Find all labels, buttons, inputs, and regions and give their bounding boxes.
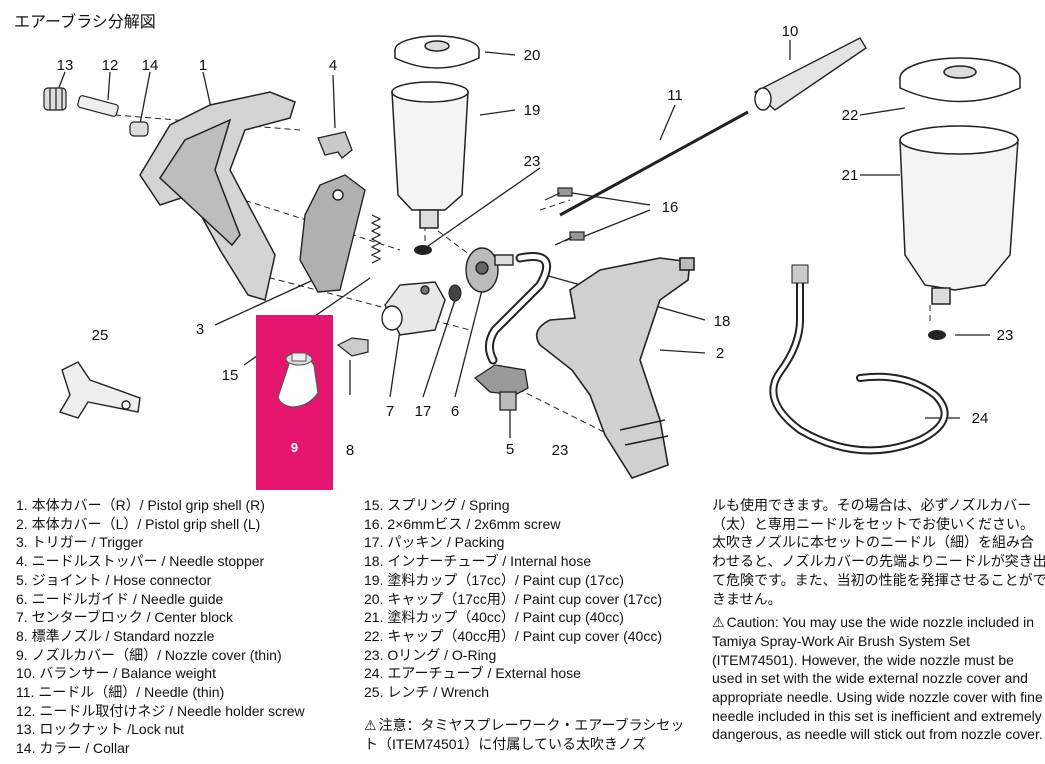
callout-11: 11 xyxy=(667,87,683,104)
part-item: 9. ノズルカバー（細）/ Nozzle cover (thin) xyxy=(16,646,282,663)
callout-1: 1 xyxy=(199,57,207,74)
warning-icon: ⚠ xyxy=(712,614,725,631)
callout-20: 20 xyxy=(524,47,541,64)
diagram-title: エアーブラシ分解図 xyxy=(14,12,156,31)
callout-6: 6 xyxy=(451,403,459,420)
standard-nozzle-part xyxy=(336,337,369,357)
packing-part xyxy=(448,284,462,302)
part-item: 15. スプリング / Spring xyxy=(364,497,510,513)
grip-shell-r-part xyxy=(139,91,296,301)
callout-23-bottom: 23 xyxy=(552,442,569,459)
hose-connector-part xyxy=(473,364,529,411)
callout-10: 10 xyxy=(782,23,799,40)
part-item: 1. 本体カバー（R）/ Pistol grip shell (R) xyxy=(16,497,265,513)
callout-4: 4 xyxy=(329,57,337,74)
caution-notes: ルも使用できます。その場合は、必ずノズルカバー（太）と専用ニードルをセットでお使… xyxy=(712,496,1045,744)
needle-part xyxy=(559,110,749,217)
nozzle-cover-part xyxy=(277,352,319,408)
part-item: 11. ニードル（細）/ Needle (thin) xyxy=(16,684,225,701)
note-jp-continued: ルも使用できます。その場合は、必ずノズルカバー（太）と専用ニードルをセットでお使… xyxy=(712,497,1045,607)
o-ring-part xyxy=(414,245,432,255)
callout-3: 3 xyxy=(196,321,204,338)
paint-cup-17cc-part xyxy=(391,81,469,229)
center-block-part xyxy=(381,281,446,336)
o-ring-part xyxy=(928,330,946,340)
callout-18: 18 xyxy=(714,313,731,330)
callout-14: 14 xyxy=(142,57,159,74)
part-item: 3. トリガー / Trigger xyxy=(16,534,144,551)
callout-24: 24 xyxy=(972,410,989,427)
lock-nut-part xyxy=(43,87,67,111)
part-item: 2. 本体カバー（L）/ Pistol grip shell (L) xyxy=(16,515,261,532)
callout-7: 7 xyxy=(386,403,394,420)
paint-cup-cover-17cc-part xyxy=(394,35,480,69)
needle-guide-part xyxy=(465,247,514,293)
part-item: 23. Oリング / O-Ring xyxy=(364,646,497,663)
part-item: 14. カラー / Collar xyxy=(16,740,130,757)
part-item: 25. レンチ / Wrench xyxy=(364,684,490,701)
parts-list-left: 1. 本体カバー（R）/ Pistol grip shell (R) 2. 本体… xyxy=(16,496,305,758)
caution-english: ⚠Caution: You may use the wide nozzle in… xyxy=(712,614,1043,743)
callout-2: 2 xyxy=(716,345,724,362)
callout-22: 22 xyxy=(842,107,859,124)
part-item: 5. ジョイント / Hose connector xyxy=(16,571,212,588)
part-item: 4. ニードルストッパー / Needle stopper xyxy=(16,553,265,570)
callout-9: 9 xyxy=(290,440,299,455)
part-item: 19. 塗料カップ（17cc）/ Paint cup (17cc) xyxy=(364,571,624,588)
part-item: 10. バランサー / Balance weight xyxy=(16,665,216,682)
part-item: 16. 2×6mmビス / 2x6mm screw xyxy=(364,515,561,532)
callout-13: 13 xyxy=(57,57,74,74)
wrench-part xyxy=(58,361,141,419)
callout-12: 12 xyxy=(102,57,119,74)
part-item: 22. キャップ（40cc用）/ Paint cup cover (40cc) xyxy=(364,627,662,644)
part-item: 8. 標準ノズル / Standard nozzle xyxy=(16,627,215,644)
part-item: 20. キャップ（17cc用）/ Paint cup cover (17cc) xyxy=(364,590,662,607)
callout-17: 17 xyxy=(415,403,432,420)
part-item: 6. ニードルガイド / Needle guide xyxy=(16,590,224,607)
callout-21: 21 xyxy=(842,167,859,184)
highlighted-nozzle-cover xyxy=(256,315,333,490)
paint-cup-cover-40cc-part xyxy=(899,57,1021,103)
needle-holder-screw-part xyxy=(77,95,119,117)
paint-cup-40cc-part xyxy=(899,125,1019,305)
warning-icon: ⚠ xyxy=(364,717,377,733)
callout-25: 25 xyxy=(92,327,109,344)
callout-23-right: 23 xyxy=(997,327,1014,344)
callout-5: 5 xyxy=(506,441,514,458)
callout-19: 19 xyxy=(524,102,541,119)
callout-15: 15 xyxy=(222,367,239,384)
spring-part xyxy=(370,214,382,264)
parts-list-right: 15. スプリング / Spring 16. 2×6mmビス / 2x6mm s… xyxy=(364,496,662,702)
trigger-part xyxy=(299,174,366,293)
collar-part xyxy=(129,121,149,137)
part-item: 18. インナーチューブ / Internal hose xyxy=(364,553,592,570)
grip-shell-l-part xyxy=(535,257,695,479)
part-item: 12. ニードル取付けネジ / Needle holder screw xyxy=(16,702,305,719)
part-item: 17. パッキン / Packing xyxy=(364,534,505,551)
callout-16: 16 xyxy=(662,199,679,216)
callout-23-top: 23 xyxy=(524,153,541,170)
callout-8: 8 xyxy=(346,442,354,459)
balance-weight-part xyxy=(753,37,867,111)
part-item: 24. エアーチューブ / External hose xyxy=(364,665,581,682)
part-item: 7. センターブロック / Center block xyxy=(16,609,233,626)
exploded-view-diagram: 1 2 3 4 5 6 7 8 10 11 12 13 14 15 16 17 … xyxy=(43,23,1021,479)
part-item: 13. ロックナット /Lock nut xyxy=(16,721,185,738)
note-jp-start: ⚠注意：タミヤスプレーワーク・エアーブラシセット（ITEM74501）に付属して… xyxy=(364,717,685,752)
part-item: 21. 塗料カップ（40cc）/ Paint cup (40cc) xyxy=(364,609,624,626)
screw-part xyxy=(544,187,585,246)
needle-stopper-part xyxy=(317,131,353,159)
